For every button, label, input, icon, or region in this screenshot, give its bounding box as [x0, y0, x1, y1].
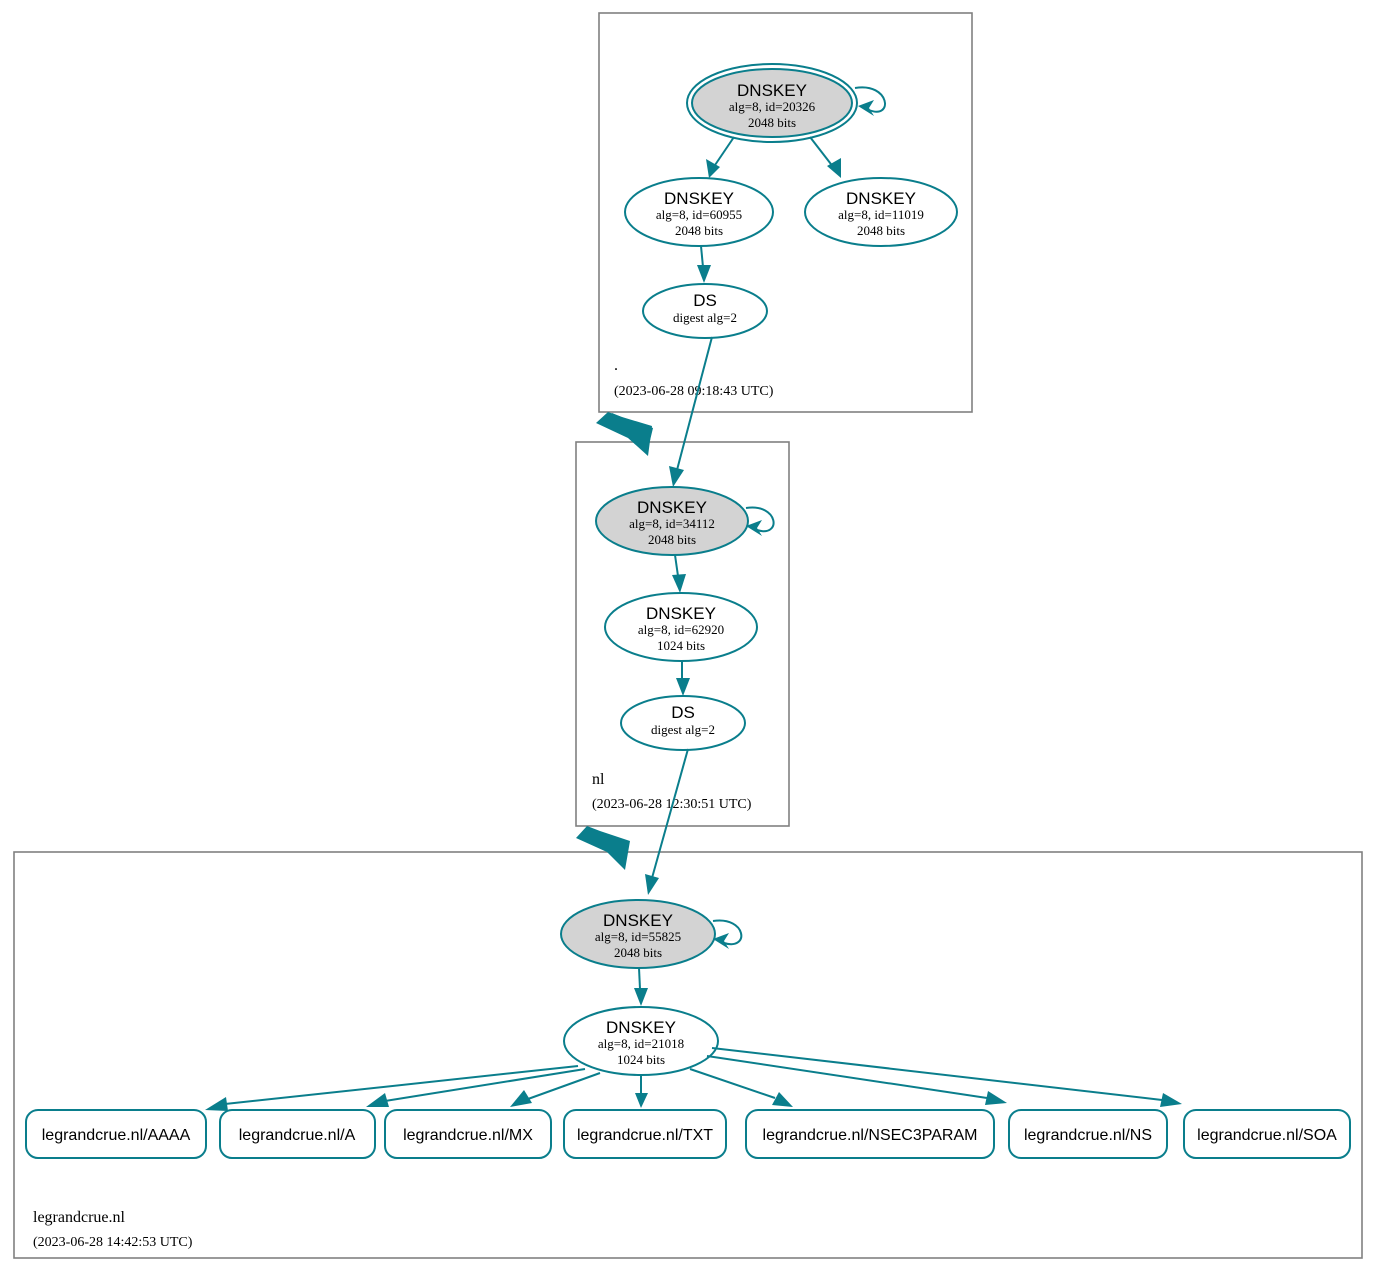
node-keysize: 2048 bits [675, 223, 723, 238]
ds-ellipse [642, 283, 768, 339]
rrset-label: legrandcrue.nl/NS [1024, 1127, 1152, 1144]
edge-root-ksk-signs-dnskey-11019 [809, 136, 841, 178]
edge-root-zsk-signs-ds [697, 245, 711, 283]
edge-zsk-signs-aaaa [205, 1065, 579, 1111]
node-legrandcrue-zsk[interactable]: DNSKEY alg=8, id=21018 1024 bits [563, 1006, 719, 1076]
rrset-legrandcrue-a[interactable]: legrandcrue.nl/A [219, 1109, 376, 1159]
edge-zsk-signs-ns [706, 1055, 1007, 1105]
node-keysize: 2048 bits [648, 532, 696, 547]
self-signature-loop-legrandcrue-ksk [712, 919, 743, 949]
edge-zsk-signs-txt [635, 1075, 648, 1108]
delegation-arrow-root-to-nl [596, 412, 653, 456]
zone-box-legrandcrue [13, 851, 1363, 1259]
node-keyinfo: alg=8, id=21018 [598, 1036, 684, 1051]
rrset-label: legrandcrue.nl/MX [403, 1127, 533, 1144]
rrset-box [219, 1109, 376, 1159]
rrset-legrandcrue-aaaa[interactable]: legrandcrue.nl/AAAA [25, 1109, 207, 1159]
rrset-label: legrandcrue.nl/AAAA [42, 1127, 191, 1144]
node-digest: digest alg=2 [651, 722, 715, 737]
node-keysize: 1024 bits [617, 1052, 665, 1067]
self-signature-loop-nl-ksk [745, 506, 775, 536]
trust-anchor-outer-ring [686, 63, 858, 143]
edge-nl-ksk-signs-nl-zsk [672, 554, 686, 593]
zone-box-root [598, 12, 973, 413]
node-title: DNSKEY [646, 604, 716, 623]
rrset-box [25, 1109, 207, 1159]
zone-box-nl [575, 441, 790, 827]
node-title: DNSKEY [846, 189, 916, 208]
node-keyinfo: alg=8, id=62920 [638, 622, 724, 637]
node-keysize: 1024 bits [657, 638, 705, 653]
node-title: DNSKEY [603, 911, 673, 930]
rrset-box [384, 1109, 552, 1159]
zone-label-root: . [614, 357, 618, 374]
node-keysize: 2048 bits [857, 223, 905, 238]
node-title: DNSKEY [664, 189, 734, 208]
edge-zsk-signs-a [366, 1068, 586, 1107]
edge-root-ksk-signs-root-zsk [706, 136, 735, 178]
rrset-legrandcrue-ns[interactable]: legrandcrue.nl/NS [1008, 1109, 1168, 1159]
node-nl-ds-legrandcrue[interactable]: DS digest alg=2 [620, 695, 746, 751]
node-title: DNSKEY [637, 498, 707, 517]
rrset-label: legrandcrue.nl/TXT [577, 1127, 713, 1144]
dnskey-ellipse [595, 486, 749, 556]
self-signature-loop-root-ksk [854, 86, 886, 116]
dnskey-ellipse [624, 177, 774, 247]
rrset-box [1008, 1109, 1168, 1159]
edge-legrandcrue-ksk-signs-zsk [634, 967, 648, 1006]
dnskey-ellipse [560, 899, 716, 969]
rrset-box [745, 1109, 995, 1159]
node-root-ds-nl[interactable]: DS digest alg=2 [642, 283, 768, 339]
edge-zsk-signs-soa [711, 1047, 1182, 1107]
dnskey-ellipse [804, 177, 958, 247]
node-keyinfo: alg=8, id=11019 [838, 207, 924, 222]
node-digest: digest alg=2 [673, 310, 737, 325]
rrset-label: legrandcrue.nl/SOA [1197, 1127, 1337, 1144]
edge-nl-ds-authenticates-legrandcrue-ksk [645, 748, 689, 895]
dnskey-ellipse [691, 68, 853, 138]
node-root-zsk[interactable]: DNSKEY alg=8, id=60955 2048 bits [624, 177, 774, 247]
edge-root-ds-authenticates-nl-ksk [669, 336, 713, 487]
node-title: DNSKEY [737, 81, 807, 100]
rrset-legrandcrue-soa[interactable]: legrandcrue.nl/SOA [1183, 1109, 1351, 1159]
edge-zsk-signs-nsec3param [689, 1068, 793, 1107]
node-keyinfo: alg=8, id=20326 [729, 99, 816, 114]
node-title: DS [671, 703, 695, 722]
rrset-legrandcrue-nsec3param[interactable]: legrandcrue.nl/NSEC3PARAM [745, 1109, 995, 1159]
rrset-box [1183, 1109, 1351, 1159]
rrset-label: legrandcrue.nl/NSEC3PARAM [763, 1127, 978, 1144]
zone-label-nl: nl [592, 771, 605, 788]
node-keyinfo: alg=8, id=55825 [595, 929, 681, 944]
zone-timestamp-root: (2023-06-28 09:18:43 UTC) [614, 384, 774, 399]
node-keyinfo: alg=8, id=60955 [656, 207, 742, 222]
node-keysize: 2048 bits [748, 115, 796, 130]
node-root-ksk[interactable]: DNSKEY alg=8, id=20326 2048 bits [686, 63, 858, 143]
rrset-legrandcrue-mx[interactable]: legrandcrue.nl/MX [384, 1109, 552, 1159]
zone-label-legrandcrue: legrandcrue.nl [33, 1209, 126, 1226]
rrset-legrandcrue-txt[interactable]: legrandcrue.nl/TXT [563, 1109, 727, 1159]
node-title: DS [693, 291, 717, 310]
rrset-box [563, 1109, 727, 1159]
node-title: DNSKEY [606, 1018, 676, 1037]
node-keyinfo: alg=8, id=34112 [629, 516, 715, 531]
edge-zsk-signs-mx [510, 1072, 601, 1107]
rrset-label: legrandcrue.nl/A [239, 1127, 356, 1144]
node-legrandcrue-ksk[interactable]: DNSKEY alg=8, id=55825 2048 bits [560, 899, 716, 969]
delegation-arrow-nl-to-legrandcrue [576, 826, 630, 870]
edge-nl-zsk-signs-ds [676, 661, 690, 696]
node-root-dnskey-11019[interactable]: DNSKEY alg=8, id=11019 2048 bits [804, 177, 958, 247]
node-nl-zsk[interactable]: DNSKEY alg=8, id=62920 1024 bits [604, 592, 758, 662]
zone-timestamp-legrandcrue: (2023-06-28 14:42:53 UTC) [33, 1235, 193, 1250]
node-nl-ksk[interactable]: DNSKEY alg=8, id=34112 2048 bits [595, 486, 749, 556]
node-keysize: 2048 bits [614, 945, 662, 960]
